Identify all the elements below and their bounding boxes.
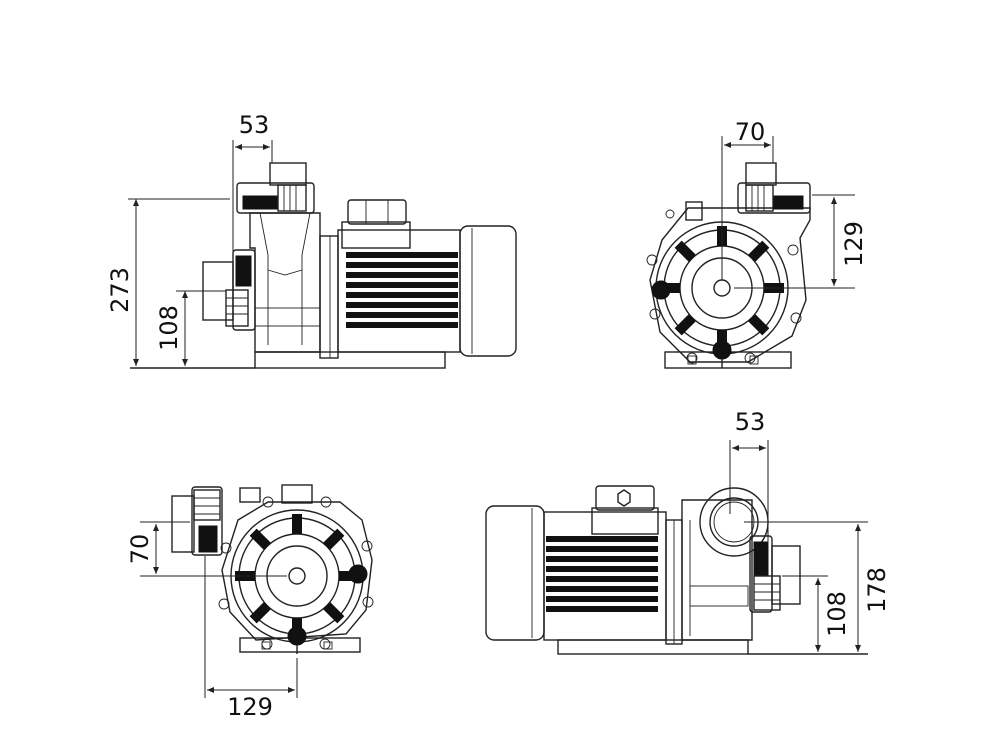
dimension-label-108-right: 108	[823, 591, 851, 637]
front-view-right	[646, 136, 855, 369]
dimension-label-53-bottom: 53	[735, 408, 766, 436]
dimension-label-129-bottom: 129	[227, 693, 273, 721]
dimension-label-129-right: 129	[840, 221, 868, 267]
motor-fins-right	[546, 536, 658, 612]
dimension-label-273: 273	[106, 267, 134, 313]
front-view-bottom	[140, 484, 374, 698]
dimension-label-70-top: 70	[735, 118, 766, 146]
front-ribs-bottom	[235, 514, 359, 638]
dimension-label-108-left: 108	[155, 305, 183, 351]
side-view-left	[128, 140, 517, 369]
dimension-label-53-top: 53	[239, 111, 270, 139]
dimension-label-70-left: 70	[126, 534, 154, 565]
motor-fins-left	[346, 252, 458, 328]
side-view-right	[485, 440, 868, 655]
dimension-label-178: 178	[863, 567, 891, 613]
